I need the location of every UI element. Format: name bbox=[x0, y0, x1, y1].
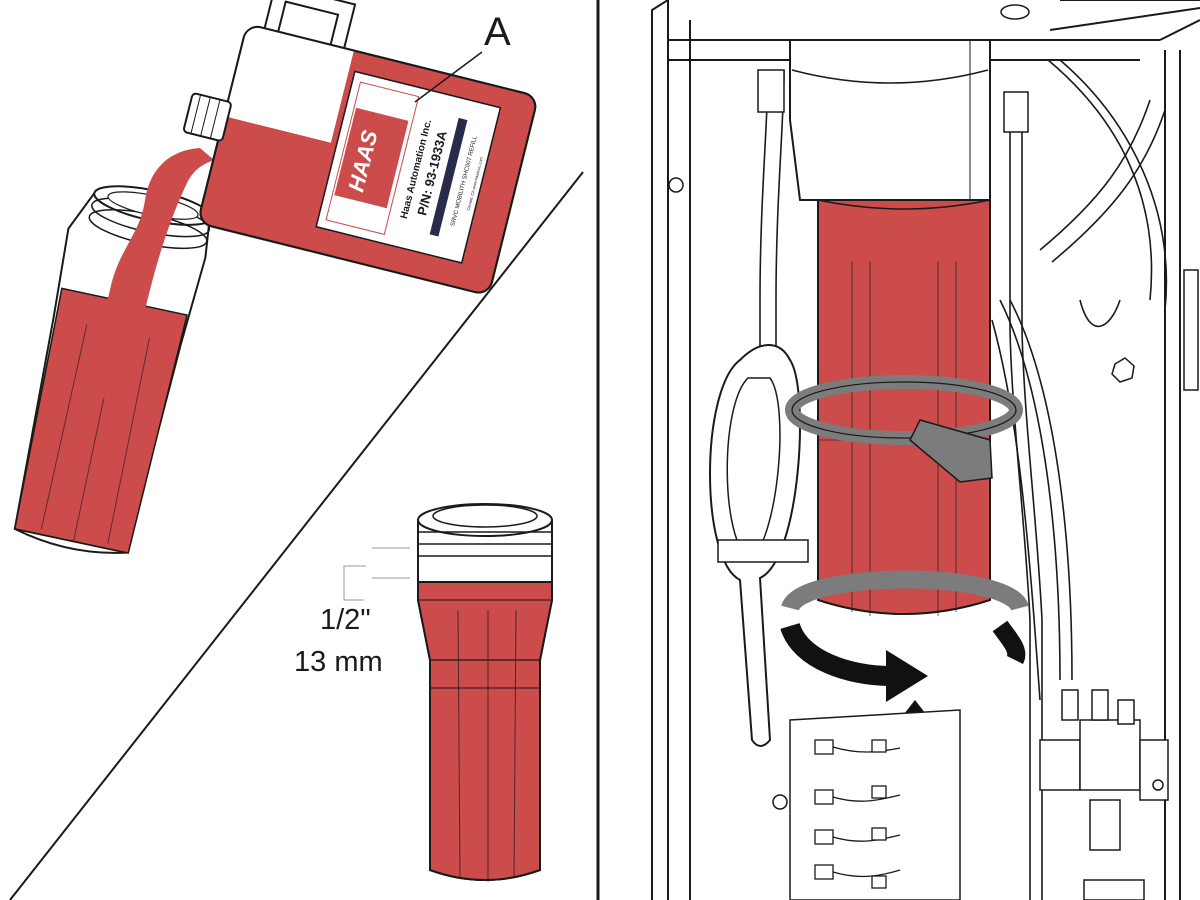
grease-stream bbox=[88, 148, 214, 400]
callout-letter-a: A bbox=[484, 10, 511, 54]
sensor-connectors bbox=[814, 739, 901, 889]
dimension-imperial: 1/2" bbox=[320, 604, 371, 636]
panel-screw bbox=[772, 794, 788, 810]
pour-step: HAAS Haas Automation Inc. P/N: 93-1933A … bbox=[13, 0, 537, 554]
filter-wrench bbox=[709, 344, 809, 747]
dimension-marker bbox=[343, 547, 410, 601]
filter-bowl-installed bbox=[817, 199, 991, 616]
bolt-left bbox=[668, 177, 684, 193]
brand-logo bbox=[334, 107, 409, 209]
install-step bbox=[651, 0, 1200, 900]
dimension-metric: 13 mm bbox=[294, 646, 383, 678]
jug-handle bbox=[263, 0, 357, 49]
cabinet-frame bbox=[651, 0, 1200, 900]
rotate-arrow-icon bbox=[780, 570, 1029, 702]
panel-divider-diagonal bbox=[9, 171, 584, 900]
hose-bundle bbox=[759, 59, 1168, 900]
grease-jug: HAAS Haas Automation Inc. P/N: 93-1933A … bbox=[183, 0, 537, 294]
lower-panel bbox=[772, 709, 961, 900]
valve-block bbox=[1039, 689, 1169, 900]
bolt-top bbox=[1000, 4, 1030, 20]
fitting-right bbox=[1003, 91, 1029, 133]
label-stripe bbox=[429, 117, 468, 237]
hex-nut-right bbox=[1111, 357, 1135, 383]
filter-head bbox=[789, 39, 991, 201]
callout-leader bbox=[414, 51, 483, 103]
filled-bowl bbox=[343, 503, 553, 882]
wrench-band bbox=[785, 375, 1023, 483]
hinge-right bbox=[1183, 269, 1199, 391]
product-label: HAAS Haas Automation Inc. P/N: 93-1933A … bbox=[315, 70, 502, 264]
fitting-left bbox=[757, 69, 785, 113]
